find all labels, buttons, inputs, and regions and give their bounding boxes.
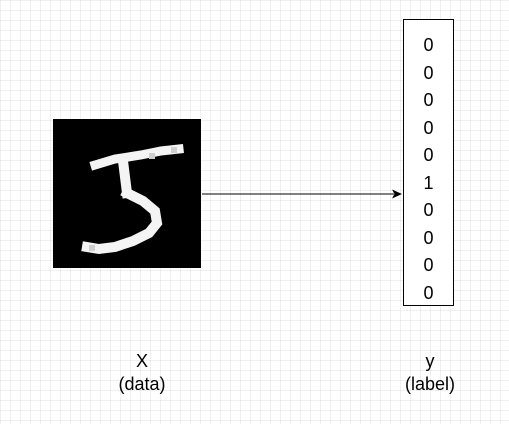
input-symbol: X (135, 351, 148, 371)
vector-entry: 0 (423, 282, 434, 303)
output-caption-text: (label) (404, 374, 456, 394)
vector-entry: 0 (423, 117, 434, 138)
one-hot-label-vector: 0 0 0 0 0 1 0 0 0 0 (403, 19, 454, 306)
vector-entry: 0 (423, 227, 434, 248)
vector-entry: 0 (423, 90, 434, 110)
input-caption-text: (data) (118, 374, 166, 394)
vector-entry: 0 (423, 200, 434, 220)
vector-entry: 0 (423, 255, 434, 275)
mnist-digit-image (53, 119, 201, 268)
vector-entry: 0 (423, 145, 434, 165)
output-symbol: y (425, 351, 435, 371)
output-caption: y (label) (380, 350, 480, 396)
input-caption: X (data) (92, 350, 192, 396)
vector-entry: 0 (423, 62, 434, 83)
vector-entry: 0 (423, 35, 434, 55)
handwritten-digit-five (53, 119, 201, 268)
vector-entry: 1 (423, 172, 434, 193)
arrowhead-icon (392, 189, 402, 199)
